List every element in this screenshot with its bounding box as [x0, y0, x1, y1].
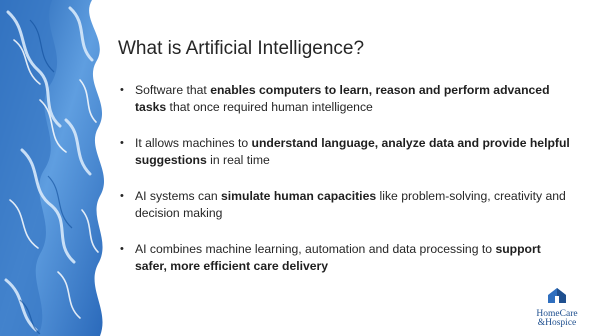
bullet-item: • It allows machines to understand langua… — [118, 135, 576, 169]
bullet-marker: • — [120, 137, 124, 149]
bullet-text: Software that — [135, 83, 211, 97]
bullet-emphasis: simulate human capacities — [221, 189, 377, 203]
logo-line-2: &Hospice — [537, 318, 577, 328]
bullet-marker: • — [120, 190, 124, 202]
logo-line-1: HomeCare — [536, 309, 578, 319]
bullet-emphasis: enables computers to learn, reason and p… — [135, 83, 550, 114]
bullet-marker: • — [120, 84, 124, 96]
house-icon — [548, 288, 566, 303]
bullet-list: • Software that enables computers to lear… — [118, 82, 576, 294]
water-decoration — [0, 0, 105, 336]
bullet-text: It allows machines to — [135, 136, 252, 150]
homecare-hospice-logo: HomeCare &Hospice — [527, 286, 587, 334]
bullet-emphasis: understand language, analyze data and pr… — [135, 136, 570, 167]
bullet-item: • AI combines machine learning, automatio… — [118, 241, 576, 275]
bullet-text: AI systems can — [135, 189, 222, 203]
bullet-text: like problem-solving, creativity and dec… — [135, 189, 566, 220]
bullet-text: in real time — [206, 153, 270, 167]
bullet-item: • Software that enables computers to lear… — [118, 82, 576, 116]
bullet-text: AI combines machine learning, automation… — [135, 242, 496, 256]
bullet-text: that once required human intelligence — [166, 100, 373, 114]
slide-title: What is Artificial Intelligence? — [118, 38, 365, 59]
bullet-marker: • — [120, 243, 124, 255]
bullet-emphasis: support safer, more efficient care deliv… — [135, 242, 541, 273]
bullet-item: • AI systems can simulate human capacitie… — [118, 188, 576, 222]
